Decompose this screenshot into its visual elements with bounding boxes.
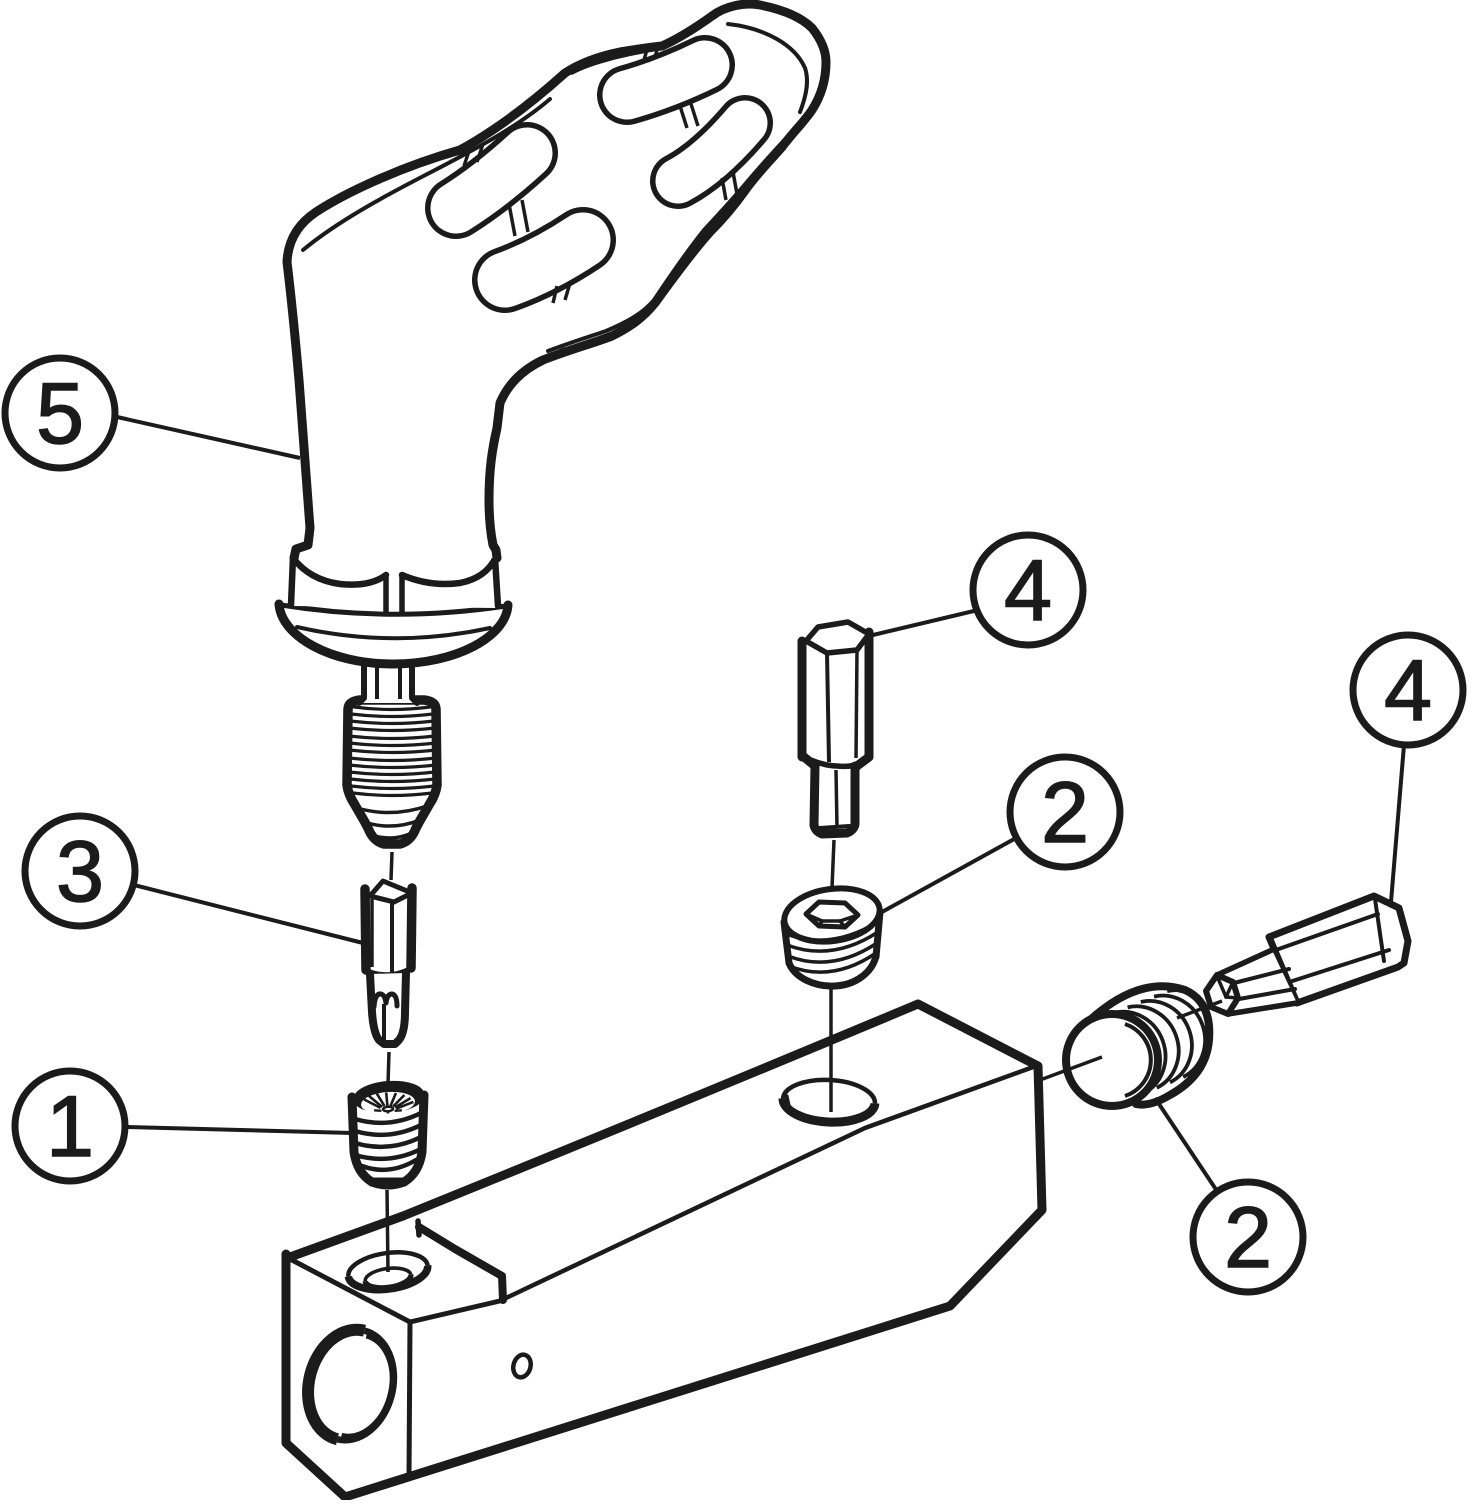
svg-text:5: 5 [36,366,84,462]
svg-text:1: 1 [46,1079,94,1175]
svg-text:2: 2 [1224,1190,1272,1286]
svg-text:2: 2 [1041,765,1089,861]
svg-text:3: 3 [56,824,104,920]
svg-text:4: 4 [1004,543,1052,639]
svg-text:4: 4 [1384,643,1432,739]
